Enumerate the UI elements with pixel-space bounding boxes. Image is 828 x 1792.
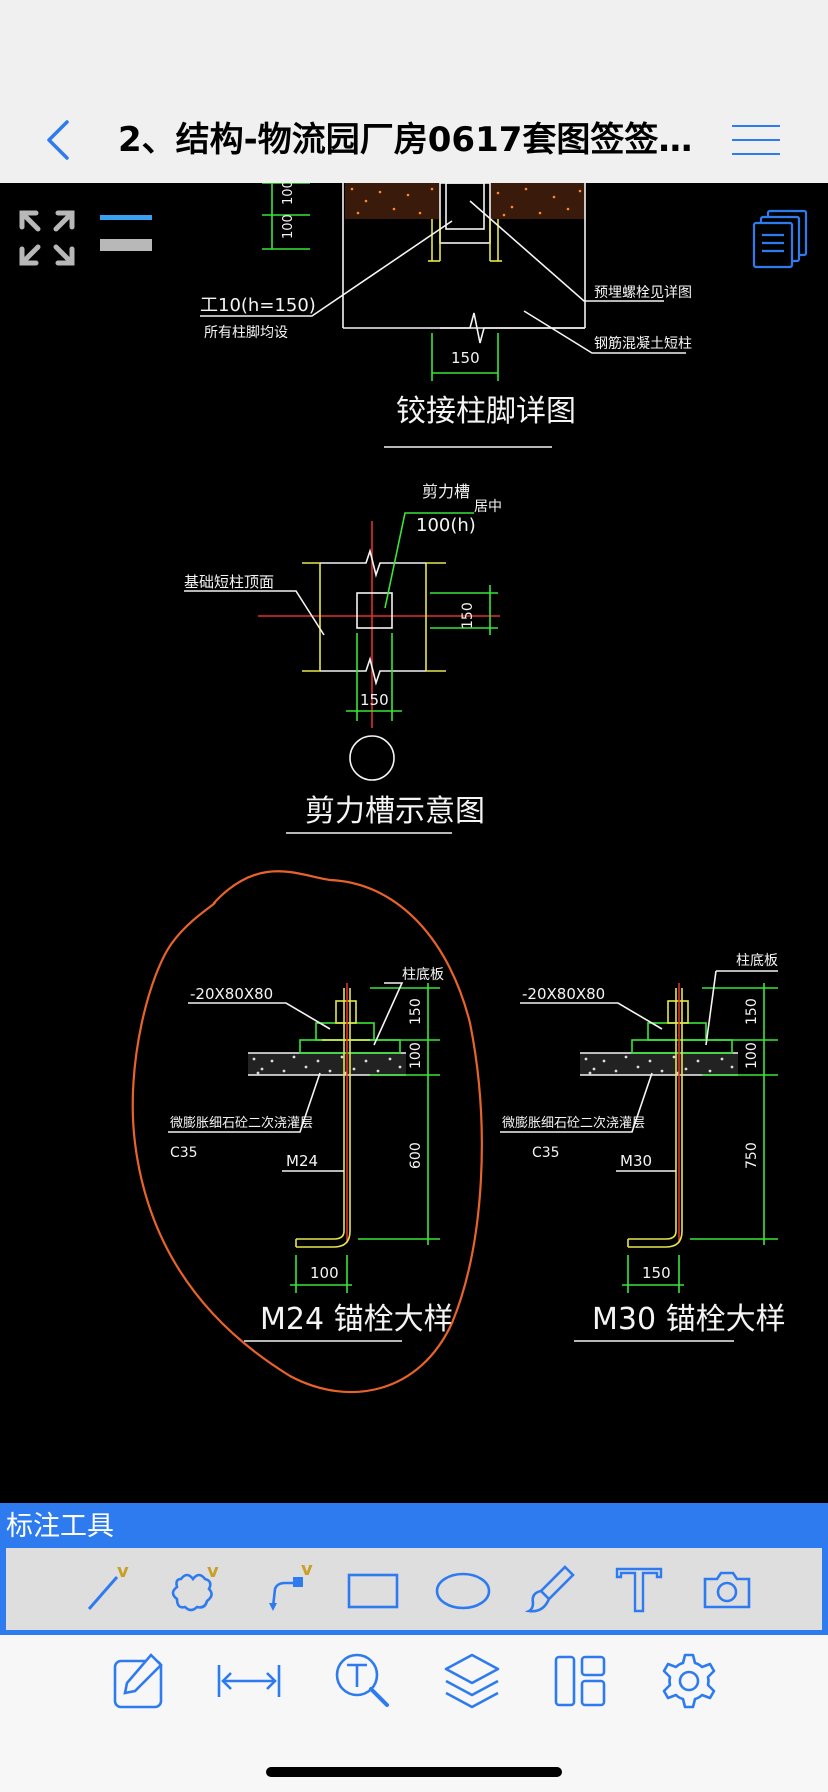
camera-tool-button[interactable] (692, 1548, 762, 1630)
fullscreen-button[interactable] (14, 205, 80, 271)
label-groove: 剪力槽 (422, 482, 470, 501)
ellipse-tool-button[interactable] (428, 1548, 498, 1630)
line-icon: v (87, 1561, 129, 1610)
annotation-tools-panel: 标注工具 v v v (0, 1503, 828, 1635)
label-base-plate: 柱底板 (402, 967, 444, 983)
annotation-toolbar: v v v (6, 1548, 822, 1630)
markup-freehand-ellipse[interactable] (131, 870, 483, 1394)
dim-text: 150 (360, 691, 389, 709)
ellipse-icon (435, 1572, 491, 1610)
drawing-canvas[interactable]: 100 100 150 工10(h=150) 所有柱脚均设 预埋螺栓见详图 钢筋… (0, 183, 828, 1503)
measure-distance-icon (217, 1665, 281, 1697)
document-stack-icon (752, 209, 808, 269)
label-grout: 微膨胀细石砼二次浇灌层 (170, 1115, 313, 1131)
dim-text: 150 (408, 998, 424, 1025)
dim-text: 100 (408, 1042, 424, 1069)
chevron-left-icon (47, 120, 69, 160)
edit-pencil-icon (113, 1653, 163, 1709)
callout-beam: 工10(h=150) (200, 295, 316, 316)
grout-hatch (580, 1053, 738, 1075)
label-groove-h: 100(h) (416, 515, 476, 536)
label-base-plate: 柱底板 (736, 953, 778, 969)
measure-button[interactable] (213, 1647, 285, 1715)
svg-text:v: v (301, 1559, 313, 1580)
camera-icon (703, 1571, 751, 1609)
pages-button[interactable] (748, 207, 812, 271)
dim-text: 100 (281, 183, 296, 205)
expand-arrows-icon (19, 210, 75, 266)
gear-icon (662, 1653, 716, 1709)
label-bolt: M30 (620, 1152, 652, 1170)
line-weight-button[interactable] (98, 209, 156, 257)
dim-text: 100 (744, 1042, 760, 1069)
dim-text: 150 (460, 602, 476, 629)
edit-button[interactable] (103, 1647, 175, 1715)
text-t-icon (615, 1567, 663, 1613)
cad-drawing: 100 100 150 工10(h=150) 所有柱脚均设 预埋螺栓见详图 钢筋… (131, 183, 786, 1394)
revision-cloud-icon: v (171, 1561, 219, 1612)
detail-m24-anchor-bolt: 150 100 600 100 -20X80X80 柱底板 微膨胀细石砼二次浇灌… (168, 967, 454, 1342)
dim-text: 750 (744, 1142, 760, 1169)
layout-panels-icon (554, 1655, 606, 1707)
dim-text: 600 (408, 1142, 424, 1169)
document-title: 2、结构-物流园厂房0617套图签签… (118, 120, 693, 160)
settings-button[interactable] (653, 1647, 725, 1715)
text-search-button[interactable] (327, 1647, 399, 1715)
arrow-tool-button[interactable]: v (252, 1548, 322, 1630)
text-search-icon (335, 1653, 389, 1707)
menu-button[interactable] (726, 112, 786, 168)
detail-hinged-column-base: 100 100 150 工10(h=150) 所有柱脚均设 预埋螺栓见详图 钢筋… (200, 183, 692, 448)
layout-button[interactable] (544, 1647, 616, 1715)
detail-title: M24 锚栓大样 (260, 1302, 454, 1337)
detail-title: M30 锚栓大样 (592, 1302, 786, 1337)
line-tool-button[interactable]: v (72, 1548, 142, 1630)
label-grade: C35 (170, 1145, 198, 1161)
label-top-face: 基础短柱顶面 (184, 573, 274, 591)
layers-button[interactable] (436, 1647, 508, 1715)
label-bolt: M24 (286, 1152, 318, 1170)
detail-title: 铰接柱脚详图 (396, 394, 576, 429)
home-indicator (266, 1767, 562, 1777)
label-grade: C35 (532, 1145, 560, 1161)
text-tool-button[interactable] (604, 1548, 674, 1630)
rectangle-tool-button[interactable] (338, 1548, 408, 1630)
label-plate: -20X80X80 (522, 985, 605, 1003)
dim-text: 150 (642, 1264, 671, 1282)
label-center: 居中 (474, 499, 502, 515)
dim-text: 100 (310, 1264, 339, 1282)
svg-text:v: v (117, 1561, 129, 1582)
annotation-tools-label: 标注工具 (6, 1511, 114, 1542)
hamburger-menu-icon (732, 125, 780, 155)
svg-text:v: v (207, 1561, 219, 1582)
bottom-toolbar (0, 1635, 828, 1792)
header: 2、结构-物流园厂房0617套图签签… (0, 0, 828, 183)
grout-hatch (248, 1053, 406, 1075)
callout-beam-note: 所有柱脚均设 (204, 325, 288, 341)
detail-title: 剪力槽示意图 (305, 794, 485, 829)
callout-bolt: 预埋螺栓见详图 (594, 285, 692, 301)
detail-m30-anchor-bolt: 150 100 750 150 -20X80X80 柱底板 微膨胀细石砼二次浇灌… (500, 953, 786, 1342)
line-weight-icon (100, 215, 152, 251)
dim-text: 100 (281, 214, 296, 239)
brush-icon (524, 1565, 575, 1613)
leader-arrow-icon: v (269, 1559, 313, 1611)
brush-tool-button[interactable] (516, 1548, 586, 1630)
callout-column: 钢筋混凝土短柱 (594, 335, 692, 352)
rectangle-icon (347, 1573, 399, 1609)
concrete-hatch (490, 183, 585, 219)
detail-shear-groove: 150 150 剪力槽 100(h) 居中 基础短柱顶面 剪力槽示意图 (184, 482, 502, 834)
concrete-hatch (345, 183, 440, 219)
cloud-tool-button[interactable]: v (162, 1548, 232, 1630)
dim-text: 150 (744, 998, 760, 1025)
dim-text: 150 (451, 349, 480, 367)
back-button[interactable] (30, 108, 86, 172)
label-grout: 微膨胀细石砼二次浇灌层 (502, 1115, 645, 1131)
label-plate: -20X80X80 (190, 985, 273, 1003)
layers-icon (444, 1653, 500, 1709)
